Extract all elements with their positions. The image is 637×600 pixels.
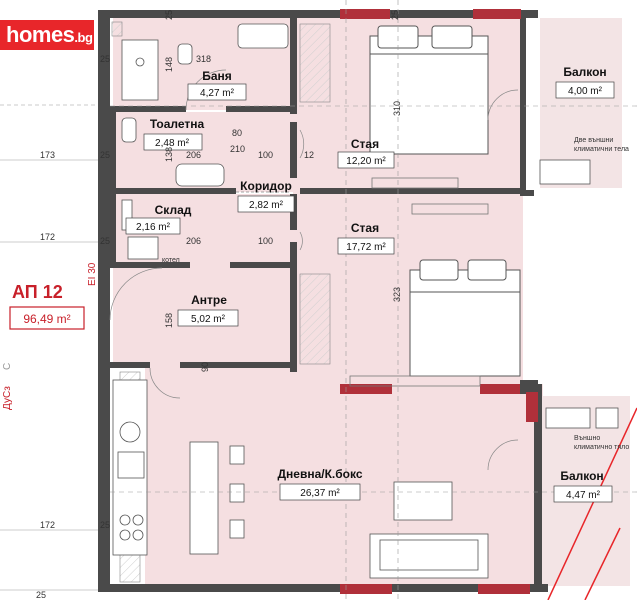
- dim-138: 138: [164, 147, 174, 162]
- room-staya1-name: Стая: [351, 137, 379, 151]
- dim-210: 210: [230, 144, 245, 154]
- dim-206-a: 206: [186, 150, 201, 160]
- room-staya2-area: 17,72 m²: [346, 242, 386, 253]
- apartment-area-box: [9, 306, 85, 330]
- room-toaletna-area-box: [143, 133, 203, 151]
- room-sklad-area-box: [125, 217, 181, 235]
- room-banya-name: Баня: [202, 69, 232, 83]
- annotation-strokes: [547, 407, 637, 600]
- homes-logo[interactable]: homes.bg: [0, 20, 94, 50]
- note-ac-two-line2: климатични тела: [574, 146, 629, 153]
- dim-323: 323: [392, 287, 402, 302]
- side-mark: С: [2, 363, 13, 370]
- ac-units: [539, 159, 619, 429]
- room-dnevna-name: Дневна/К.бокс: [277, 467, 362, 481]
- outer-guides: [0, 104, 100, 591]
- room-koridor-area-box: [237, 195, 295, 213]
- room-staya2-name: Стая: [351, 221, 379, 235]
- room-balkon1-name: Балкон: [563, 65, 606, 79]
- room-balkon1-area: 4,00 m²: [568, 86, 603, 97]
- door-swings: [109, 69, 519, 471]
- dim-25-2: 25: [100, 150, 110, 160]
- room-antre-area-box: [177, 309, 239, 327]
- room-sklad-name: Склад: [155, 203, 192, 217]
- room-toaletna-name: Тоалетна: [150, 117, 205, 131]
- room-koridor-name: Коридор: [240, 179, 292, 193]
- room-banya-area-box: [187, 83, 247, 101]
- window-accents: [340, 9, 538, 594]
- dim-148: 148: [164, 57, 174, 72]
- room-balkon2-area-box: [553, 485, 613, 503]
- room-balkon2-name: Балкон: [560, 469, 603, 483]
- dim-80: 80: [232, 128, 242, 138]
- room-staya1-area: 12,20 m²: [346, 156, 386, 167]
- walls: [98, 10, 548, 592]
- dim-25-5: 25: [36, 590, 46, 600]
- dim-12: 12: [304, 150, 314, 160]
- room-staya1-area-box: [337, 151, 395, 169]
- room-koridor-area: 2,82 m²: [249, 200, 284, 211]
- dim-158: 158: [164, 313, 174, 328]
- note-ac-two-line1: Две външни: [574, 137, 613, 144]
- room-antre-name: Антре: [191, 293, 227, 307]
- dim-100-a: 100: [258, 150, 273, 160]
- furniture-bathroom: [121, 23, 289, 260]
- dim-25-7: 25: [390, 10, 400, 20]
- fire-rating: EI 30: [87, 262, 98, 286]
- dim-25-4: 25: [100, 520, 110, 530]
- room-balkon1-area-box: [555, 81, 615, 99]
- logo-name: homes: [6, 22, 75, 47]
- dim-90: 90: [200, 362, 210, 372]
- furniture-closets: [349, 177, 489, 387]
- room-banya-area: 4,27 m²: [200, 88, 235, 99]
- dim-25-1: 25: [100, 54, 110, 64]
- dim-172-b: 172: [40, 520, 55, 530]
- apartment-name: АП 12: [12, 282, 63, 302]
- note-ac-ext-line2: климатично тяло: [574, 444, 629, 451]
- dim-318: 318: [196, 54, 211, 64]
- note-kotel: котел: [162, 257, 180, 264]
- dim-100-b: 100: [258, 236, 273, 246]
- room-staya2-area-box: [337, 237, 395, 255]
- furniture-kitchen: [112, 379, 245, 556]
- note-ac-ext-line1: Външно: [574, 435, 600, 442]
- dim-172-a: 172: [40, 232, 55, 242]
- dim-25-3: 25: [100, 236, 110, 246]
- dusz-label: ДуСз: [2, 386, 13, 410]
- room-dnevna-area-box: [279, 483, 361, 501]
- dim-310: 310: [392, 101, 402, 116]
- room-dnevna-area: 26,37 m²: [300, 488, 340, 499]
- room-sklad-area: 2,16 m²: [136, 222, 171, 233]
- apartment-area: 96,49 m²: [23, 312, 70, 326]
- logo-tld: .bg: [74, 30, 93, 45]
- room-toaletna-area: 2,48 m²: [155, 138, 190, 149]
- room-balkon2-area: 4,47 m²: [566, 490, 601, 501]
- furniture-living: [369, 481, 489, 579]
- dim-206-b: 206: [186, 236, 201, 246]
- dim-25-6: 25: [164, 10, 174, 20]
- dim-173: 173: [40, 150, 55, 160]
- room-antre-area: 5,02 m²: [191, 314, 226, 325]
